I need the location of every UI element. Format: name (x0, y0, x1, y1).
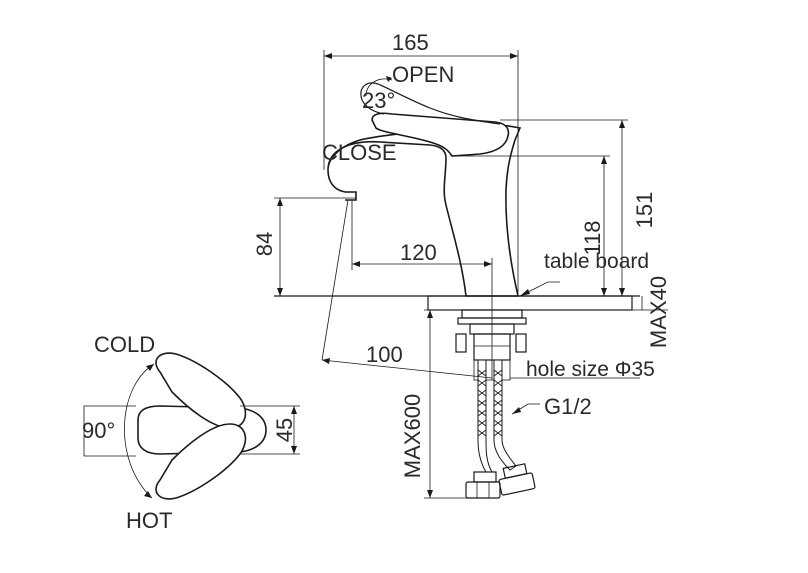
faucet-side-view (327, 76, 522, 297)
open-label: OPEN (392, 62, 454, 87)
max600-label: MAX600 (400, 394, 425, 478)
cold-label: COLD (94, 332, 155, 357)
handle-open (360, 82, 501, 125)
dim-165-label: 165 (392, 30, 429, 55)
faucet-top-view (83, 352, 300, 500)
angle-90-label: 90° (82, 418, 115, 443)
dim-100-label: 100 (366, 342, 403, 367)
dim-120-label: 120 (400, 240, 437, 265)
hot-label: HOT (126, 508, 172, 533)
dimension-lines (274, 50, 668, 499)
close-label: CLOSE (322, 140, 397, 165)
table-board (274, 281, 640, 311)
dim-45-label: 45 (272, 418, 297, 442)
table-board-label: table board (544, 250, 649, 273)
dim-118-label: 118 (580, 220, 605, 255)
dim-84-label: 84 (252, 232, 277, 256)
handle-close (371, 112, 510, 157)
max40-label: MAX40 (646, 276, 671, 348)
dim-151-label: 151 (632, 192, 657, 229)
handle-cold (155, 352, 247, 429)
braided-hoses (465, 359, 540, 499)
angle-23-label: 23° (362, 88, 395, 113)
spout-outlet (327, 169, 357, 201)
hole-size-label: hole size Φ35 (526, 358, 655, 381)
g12-label: G1/2 (544, 394, 592, 419)
rotation-arc (124, 363, 155, 499)
mounting-assembly (455, 309, 527, 381)
